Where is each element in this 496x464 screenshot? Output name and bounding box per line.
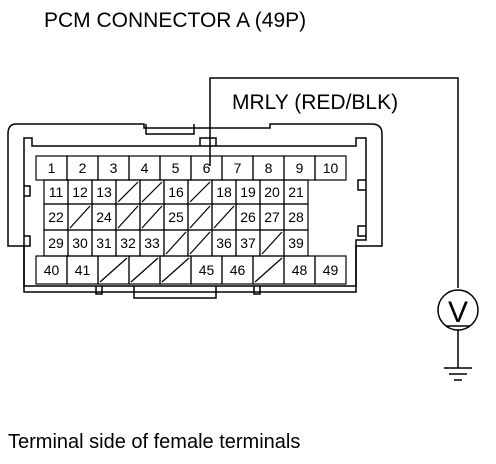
connector-shell — [7, 123, 383, 293]
terminal-5: 5 — [172, 160, 180, 176]
terminal-9: 9 — [296, 160, 304, 176]
terminal-24: 24 — [96, 209, 112, 225]
terminal-25: 25 — [168, 209, 184, 225]
empty-terminal-slash — [117, 181, 139, 203]
terminal-30: 30 — [72, 235, 88, 251]
empty-terminal-slash — [99, 257, 128, 283]
connector-latch — [145, 124, 195, 135]
empty-terminal-slash — [161, 257, 190, 283]
terminal-12: 12 — [72, 184, 88, 200]
diagram-title: PCM CONNECTOR A (49P) — [44, 9, 307, 32]
ground-icon — [444, 367, 472, 381]
terminal-33: 33 — [144, 235, 160, 251]
terminal-37: 37 — [240, 235, 256, 251]
terminal-20: 20 — [264, 184, 280, 200]
empty-terminal-slash — [254, 257, 283, 283]
terminal-49: 49 — [323, 262, 339, 278]
terminal-28: 28 — [288, 209, 304, 225]
terminal-19: 19 — [240, 184, 256, 200]
terminal-13: 13 — [96, 184, 112, 200]
empty-terminal-slash — [130, 257, 159, 283]
empty-terminal-slash — [69, 205, 91, 229]
terminal-8: 8 — [265, 160, 273, 176]
terminal-22: 22 — [48, 209, 64, 225]
connector-face — [23, 137, 367, 287]
terminal-7: 7 — [234, 160, 242, 176]
terminal-cell — [314, 155, 347, 181]
wire-label: MRLY (RED/BLK) — [232, 91, 399, 114]
empty-terminal-slash — [261, 231, 283, 255]
terminal-48: 48 — [292, 262, 308, 278]
terminal-32: 32 — [120, 235, 136, 251]
terminal-4: 4 — [141, 160, 149, 176]
terminal-2: 2 — [79, 160, 87, 176]
terminal-16: 16 — [168, 184, 184, 200]
empty-terminal-slash — [213, 205, 235, 229]
terminal-39: 39 — [288, 235, 304, 251]
terminal-18: 18 — [216, 184, 232, 200]
terminal-36: 36 — [216, 235, 232, 251]
empty-terminal-slash — [141, 181, 163, 203]
terminal-45: 45 — [199, 262, 215, 278]
terminal-40: 40 — [44, 262, 60, 278]
diagram-caption: Terminal side of female terminals — [8, 431, 301, 453]
terminal-6: 6 — [203, 160, 211, 176]
voltmeter-symbol: V — [448, 296, 468, 329]
terminal-21: 21 — [288, 184, 304, 200]
terminal-10: 10 — [323, 160, 339, 176]
terminal-29: 29 — [48, 235, 64, 251]
empty-terminal-slash — [117, 205, 139, 229]
connector-key — [133, 286, 217, 299]
terminal-46: 46 — [230, 262, 246, 278]
probe-wire — [209, 77, 459, 288]
empty-terminal-slash — [141, 205, 163, 229]
terminal-41: 41 — [75, 262, 91, 278]
empty-terminal-slash — [165, 231, 187, 255]
empty-terminal-slash — [189, 205, 211, 229]
terminal-1: 1 — [48, 160, 56, 176]
terminal-27: 27 — [264, 209, 280, 225]
terminal-31: 31 — [96, 235, 112, 251]
terminal-3: 3 — [110, 160, 118, 176]
empty-terminal-slash — [189, 231, 211, 255]
terminal-grid — [35, 155, 347, 285]
terminal-26: 26 — [240, 209, 256, 225]
terminal-11: 11 — [49, 184, 64, 200]
terminal-cell — [314, 255, 347, 285]
empty-terminal-slash — [189, 181, 211, 203]
